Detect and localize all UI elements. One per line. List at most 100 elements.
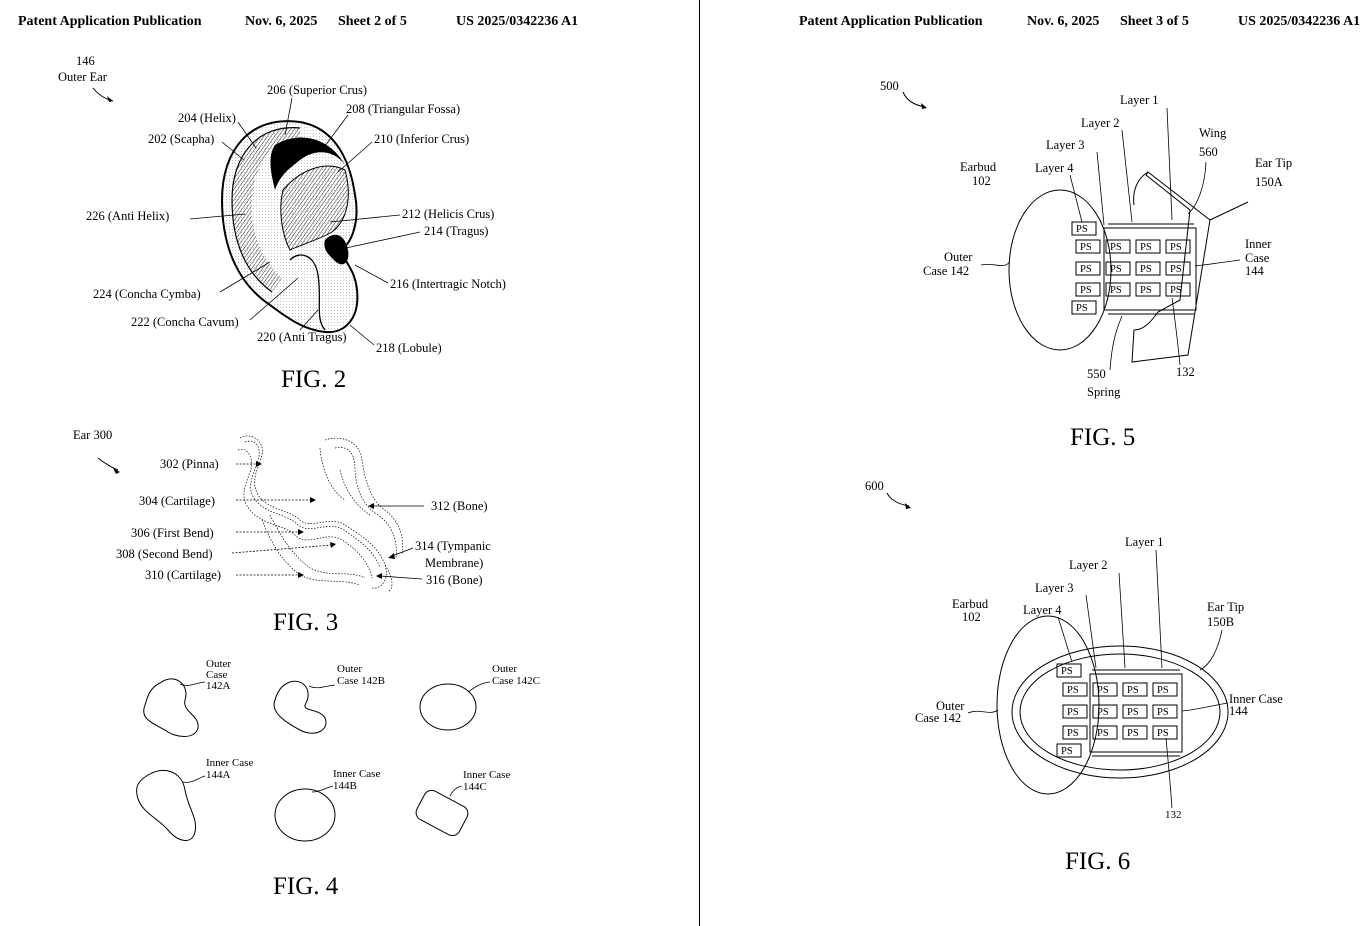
fig5-outer-case (1009, 190, 1111, 350)
ps-sensor: PS (1127, 685, 1139, 696)
fig6-caption: FIG. 6 (1065, 848, 1130, 875)
fig6-ear-tip-outer (1012, 646, 1228, 778)
label-intertragic-notch: 216 (Intertragic Notch) (390, 277, 506, 291)
fig5-label-layer3: Layer 3 (1046, 138, 1085, 152)
fig6-ps-row-1: PS PS PS PS (1063, 683, 1177, 696)
fig6-ps-grid: PS PS PS PS PS PS PS PS PS PS PS PS P (1057, 664, 1177, 757)
fig5-label-inner-3: 144 (1245, 264, 1265, 278)
fig5-label-earbud-1: Earbud (960, 160, 997, 174)
label-bone-316: 316 (Bone) (426, 573, 483, 587)
label-second-bend: 308 (Second Bend) (116, 547, 213, 561)
label-anti-tragus: 220 (Anti Tragus) (257, 330, 347, 344)
fig2-ear-drawing: 146 Outer Ear (58, 54, 506, 393)
left-figures: 146 Outer Ear (0, 0, 699, 926)
fig5-label-spring-1: 550 (1087, 367, 1106, 381)
ps-sensor: PS (1110, 242, 1122, 253)
ps-sensor: PS (1127, 707, 1139, 718)
fig2-ref-number: 146 (76, 54, 95, 68)
label-ic-c-1: Inner Case (463, 769, 510, 781)
fig5-ref: 500 (880, 79, 899, 93)
ps-sensor: PS (1097, 728, 1109, 739)
fig5-label-spring-2: Spring (1087, 385, 1121, 399)
fig6-label-132: 132 (1165, 809, 1182, 821)
ps-sensor: PS (1067, 685, 1079, 696)
fig3-ear-canal-drawing: Ear 300 (73, 428, 491, 636)
inner-case-144c-shape (413, 788, 470, 839)
ps-sensor: PS (1076, 224, 1088, 235)
label-first-bend: 306 (First Bend) (131, 526, 214, 540)
label-cartilage-304: 304 (Cartilage) (139, 494, 215, 508)
fig6-ps-row-3: PS PS PS PS (1063, 726, 1177, 739)
fig5-ps-row-1: PS PS PS PS (1076, 240, 1190, 253)
ps-sensor: PS (1061, 746, 1073, 757)
fig5-ps-row-3: PS PS PS PS (1076, 283, 1190, 296)
ps-sensor: PS (1080, 264, 1092, 275)
ps-sensor: PS (1140, 285, 1152, 296)
label-oc-c-1: Outer (492, 663, 517, 675)
patent-sheet-2: Patent Application Publication Nov. 6, 2… (0, 0, 699, 926)
fig5-label-eartip-1: Ear Tip (1255, 156, 1292, 170)
fig6-label-layer4: Layer 4 (1023, 603, 1062, 617)
fig5-label-wing-1: Wing (1199, 126, 1227, 140)
fig6-label-eartip-2: 150B (1207, 615, 1234, 629)
inner-case-144a-shape (137, 770, 196, 840)
fig5-earbud-layers: 500 PS PS PS PS PS PS (880, 79, 1292, 451)
fig2-caption: FIG. 2 (281, 366, 346, 393)
inner-case-144b-shape (275, 789, 335, 841)
label-triangular-fossa: 208 (Triangular Fossa) (346, 102, 460, 116)
outer-case-142b-shape (274, 681, 326, 733)
outer-case-142a-shape (144, 679, 198, 737)
label-oc-b-2: Case 142B (337, 675, 385, 687)
label-inferior-crus: 210 (Inferior Crus) (374, 132, 469, 146)
ps-sensor: PS (1157, 685, 1169, 696)
fig4-case-shapes: Outer Case 142A Outer Case 142B Outer Ca… (137, 658, 540, 900)
fig6-label-eartip-1: Ear Tip (1207, 600, 1244, 614)
fig3-caption: FIG. 3 (273, 609, 338, 636)
ps-sensor: PS (1140, 242, 1152, 253)
label-superior-crus: 206 (Superior Crus) (267, 83, 367, 97)
fig6-label-layer1: Layer 1 (1125, 535, 1164, 549)
label-concha-cymba: 224 (Concha Cymba) (93, 287, 201, 301)
fig6-label-outer-2: Case 142 (915, 711, 961, 725)
ps-sensor: PS (1170, 242, 1182, 253)
label-helicis-crus: 212 (Helicis Crus) (402, 207, 494, 221)
ps-sensor: PS (1110, 264, 1122, 275)
fig5-label-outer-2: Case 142 (923, 264, 969, 278)
fig6-label-layer3: Layer 3 (1035, 581, 1074, 595)
fig6-ear-tip-inner (1020, 654, 1220, 770)
ps-sensor: PS (1170, 285, 1182, 296)
label-oc-b-1: Outer (337, 663, 362, 675)
outer-case-142c-shape (420, 684, 476, 730)
ps-sensor: PS (1097, 707, 1109, 718)
fig3-ref: Ear 300 (73, 428, 112, 442)
patent-sheet-3: Patent Application Publication Nov. 6, 2… (700, 0, 1371, 926)
fig6-label-layer2: Layer 2 (1069, 558, 1108, 572)
ps-sensor: PS (1067, 707, 1079, 718)
label-ic-a-1: Inner Case (206, 757, 253, 769)
fig6-label-inner-2: 144 (1229, 704, 1249, 718)
ps-sensor: PS (1157, 728, 1169, 739)
fig5-label-outer-1: Outer (944, 250, 973, 264)
label-tympanic-membrane-1: 314 (Tympanic (415, 539, 491, 553)
fig4-caption: FIG. 4 (273, 873, 339, 900)
label-bone-312: 312 (Bone) (431, 499, 488, 513)
label-scapha: 202 (Scapha) (148, 132, 214, 146)
label-ic-a-2: 144A (206, 769, 231, 781)
label-ic-b-1: Inner Case (333, 768, 380, 780)
ps-sensor: PS (1067, 728, 1079, 739)
fig2-ref-title: Outer Ear (58, 70, 108, 84)
label-ic-b-2: 144B (333, 780, 357, 792)
fig5-caption: FIG. 5 (1070, 424, 1135, 451)
ps-sensor: PS (1080, 285, 1092, 296)
ps-sensor: PS (1140, 264, 1152, 275)
ps-sensor: PS (1097, 685, 1109, 696)
fig6-ps-row-2: PS PS PS PS (1063, 705, 1177, 718)
ps-sensor: PS (1110, 285, 1122, 296)
fig5-label-layer1: Layer 1 (1120, 93, 1159, 107)
fig5-label-layer4: Layer 4 (1035, 161, 1074, 175)
fig6-ref: 600 (865, 479, 884, 493)
label-helix: 204 (Helix) (178, 111, 236, 125)
label-oc-c-2: Case 142C (492, 675, 540, 687)
label-tympanic-membrane-2: Membrane) (425, 556, 483, 570)
ps-sensor: PS (1127, 728, 1139, 739)
